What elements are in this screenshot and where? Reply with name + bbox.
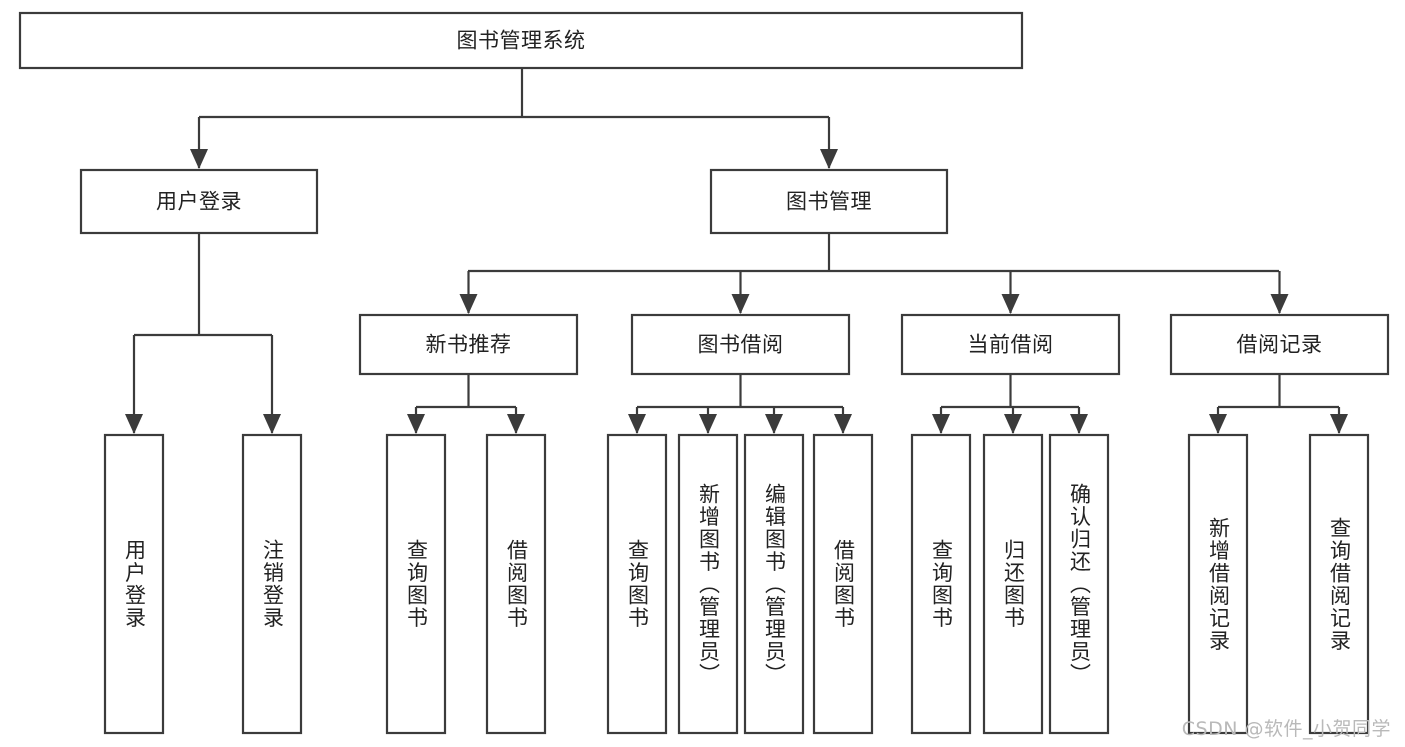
node-box-leaf-12[interactable] bbox=[1308, 433, 1370, 735]
arrow-to-当前借阅 bbox=[1001, 294, 1020, 314]
arrow-to-leaf-5 bbox=[699, 414, 717, 434]
arrow-to-leaf-6 bbox=[765, 414, 783, 434]
arrow-to-新书推荐 bbox=[459, 294, 478, 314]
node-box-leaf-3[interactable] bbox=[485, 433, 547, 735]
edges-layer bbox=[125, 68, 1348, 434]
node-box-level3-3[interactable] bbox=[1169, 313, 1390, 376]
watermark-text: CSDN @软件_小贺同学 bbox=[1181, 718, 1391, 740]
arrow-to-leaf-0 bbox=[125, 414, 143, 434]
node-label-level3-2: 当前借阅 bbox=[968, 333, 1054, 357]
arrow-to-用户登录 bbox=[190, 149, 208, 169]
node-label-root: 图书管理系统 bbox=[457, 29, 586, 53]
node-box-level2-1[interactable] bbox=[709, 168, 949, 235]
node-box-root[interactable] bbox=[18, 11, 1024, 70]
arrow-to-leaf-10 bbox=[1070, 414, 1088, 434]
arrow-to-leaf-2 bbox=[407, 414, 425, 434]
arrow-to-leaf-7 bbox=[834, 414, 852, 434]
arrow-to-leaf-4 bbox=[628, 414, 646, 434]
node-box-level2-0[interactable] bbox=[79, 168, 319, 235]
arrow-to-leaf-1 bbox=[263, 414, 281, 434]
arrow-to-leaf-12 bbox=[1330, 414, 1348, 434]
node-box-leaf-2[interactable] bbox=[385, 433, 447, 735]
arrow-to-leaf-9 bbox=[1004, 414, 1022, 434]
node-label-level3-0: 新书推荐 bbox=[426, 333, 512, 357]
node-box-leaf-8[interactable] bbox=[910, 433, 972, 735]
node-box-leaf-9[interactable] bbox=[982, 433, 1044, 735]
node-box-leaf-5[interactable] bbox=[677, 433, 739, 735]
node-box-leaf-11[interactable] bbox=[1187, 433, 1249, 735]
arrow-to-图书管理 bbox=[820, 149, 838, 169]
node-box-leaf-6[interactable] bbox=[743, 433, 805, 735]
node-box-leaf-7[interactable] bbox=[812, 433, 874, 735]
arrow-to-图书借阅 bbox=[731, 294, 750, 314]
arrow-to-leaf-3 bbox=[507, 414, 525, 434]
node-box-level3-2[interactable] bbox=[900, 313, 1121, 376]
node-box-leaf-0[interactable] bbox=[103, 433, 165, 735]
node-label-level2-0: 用户登录 bbox=[156, 190, 242, 214]
boxes-layer bbox=[18, 11, 1390, 735]
node-label-level2-1: 图书管理 bbox=[786, 190, 872, 214]
arrow-to-leaf-11 bbox=[1209, 414, 1227, 434]
node-label-level3-3: 借阅记录 bbox=[1237, 333, 1323, 357]
node-label-level3-1: 图书借阅 bbox=[698, 333, 784, 357]
node-box-level3-1[interactable] bbox=[630, 313, 851, 376]
node-box-leaf-4[interactable] bbox=[606, 433, 668, 735]
node-box-leaf-1[interactable] bbox=[241, 433, 303, 735]
arrow-to-leaf-8 bbox=[932, 414, 950, 434]
arrow-to-借阅记录 bbox=[1270, 294, 1289, 314]
node-box-level3-0[interactable] bbox=[358, 313, 579, 376]
node-box-leaf-10[interactable] bbox=[1048, 433, 1110, 735]
